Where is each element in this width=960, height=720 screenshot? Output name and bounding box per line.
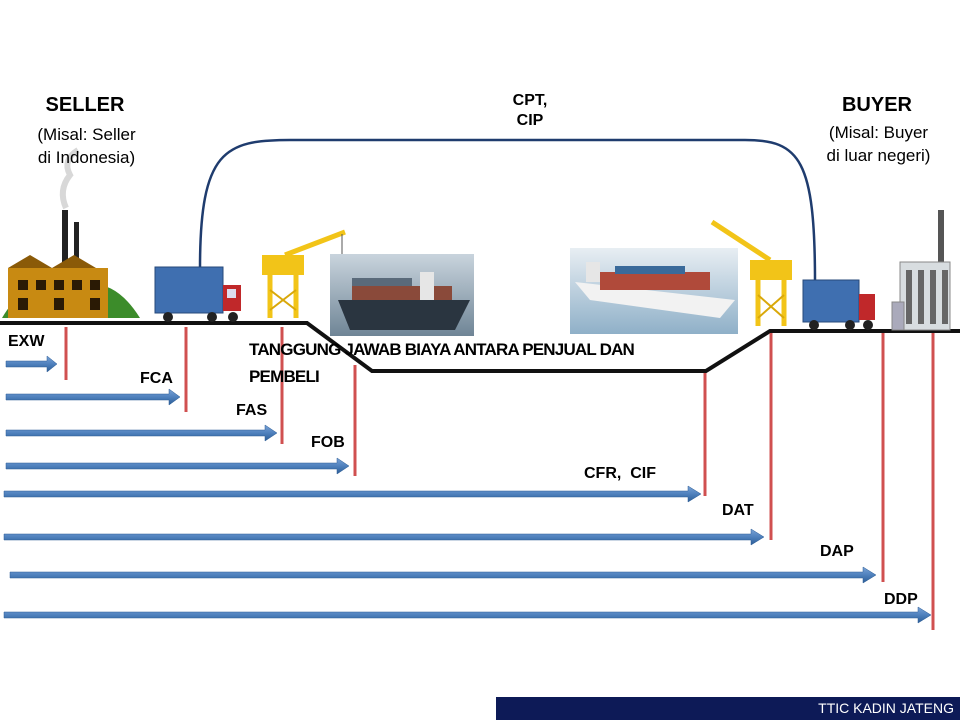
caption-line2: PEMBELI <box>249 367 320 386</box>
buyer-subtitle-line2: di luar negeri) <box>826 146 931 165</box>
buyer-building-icon <box>891 210 951 331</box>
diagram-caption: TANGGUNG JAWAB BIAYA ANTARA PENJUAL DAN … <box>249 336 719 390</box>
term-label-fas: FAS <box>236 402 268 419</box>
term-label-fca: FCA <box>140 370 173 387</box>
term-label-exw: EXW <box>8 333 45 350</box>
arrow-dat <box>3 528 765 546</box>
seller-subtitle-line2: di Indonesia) <box>37 148 136 167</box>
seller-factory-icon <box>2 147 140 318</box>
buyer-subtitle-line1: (Misal: Buyer <box>828 123 929 142</box>
arrow-fob <box>5 457 350 475</box>
seller-subtitle-line1: (Misal: Seller <box>37 125 136 144</box>
ship-photo-destination <box>570 248 738 334</box>
cpt-cip-route-arc <box>198 138 817 283</box>
footer-bar: TTIC KADIN JATENG <box>496 697 960 720</box>
ship-photo-origin <box>330 254 474 336</box>
term-label-dap: DAP <box>820 543 854 560</box>
transfer-markers <box>64 327 935 630</box>
destination-port-crane-icon <box>710 219 792 326</box>
arrow-fca <box>5 388 181 406</box>
arrow-ddp <box>3 606 932 624</box>
caption-line1: TANGGUNG JAWAB BIAYA ANTARA PENJUAL DAN <box>249 340 635 359</box>
route-label-line2: CIP <box>516 112 544 129</box>
arrow-cfr-cif <box>3 485 702 503</box>
arrow-dap <box>9 566 877 584</box>
term-label-ddp: DDP <box>884 591 918 608</box>
seller-truck-icon <box>154 266 241 322</box>
term-label-cfr-cif: CFR, CIF <box>584 465 656 482</box>
responsibility-arrows <box>3 355 932 624</box>
term-label-dat: DAT <box>722 502 754 519</box>
buyer-truck-icon <box>802 279 875 330</box>
buyer-title: BUYER <box>841 94 912 116</box>
ground-line <box>0 321 960 373</box>
seller-title: SELLER <box>45 94 125 116</box>
footer-text: TTIC KADIN JATENG <box>818 700 954 716</box>
arrow-exw <box>5 355 58 373</box>
origin-port-crane-icon <box>262 229 346 318</box>
route-label-line1: CPT, <box>512 92 548 109</box>
term-label-fob: FOB <box>311 434 345 451</box>
arrow-fas <box>5 424 278 442</box>
